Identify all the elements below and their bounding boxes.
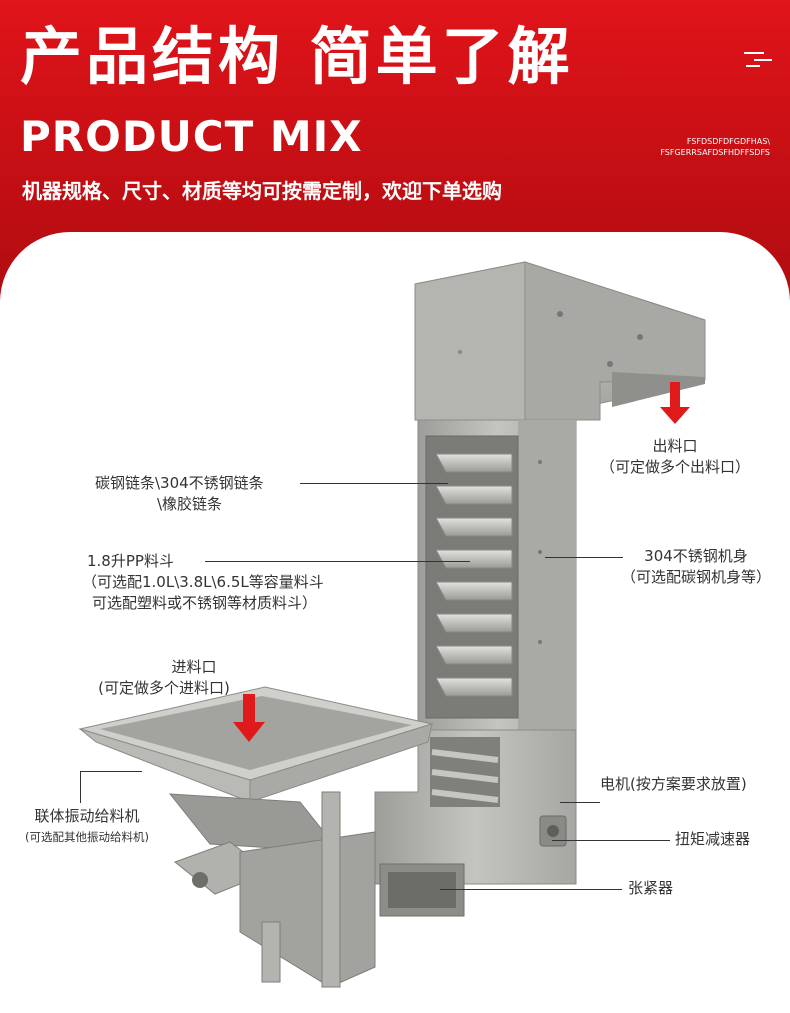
page-title-english: PRODUCT MIX [20, 112, 363, 161]
motor-leader-line [560, 802, 600, 803]
body-line-1: 304不锈钢机身 [644, 547, 748, 565]
tensioner-leader-line [440, 889, 622, 890]
bucket-line-1: 1.8升PP料斗 [87, 552, 174, 570]
reducer-label: 扭矩减速器 [675, 830, 751, 848]
feeder-leader-vertical [80, 771, 81, 803]
chain-leader-line [300, 483, 448, 484]
inlet-arrow [233, 694, 265, 742]
discharge-head [414, 261, 706, 421]
bucket-leader-line [205, 561, 470, 562]
body-label: 304不锈钢机身 （可选配碳钢机身等） [610, 546, 782, 588]
deco-line-2: FSFGERRSAFDSFHDFFSDFS [660, 148, 770, 157]
motor-label: 电机(按方案要求放置) [600, 775, 747, 793]
feeder-line-2: (可选配其他振动给料机) [25, 830, 149, 844]
outlet-title: 出料口 [652, 437, 698, 455]
elevator-boot [374, 729, 577, 917]
outlet-arrow [660, 382, 690, 424]
chain-line-1: 碳钢链条\304不锈钢链条 [95, 474, 264, 492]
tensioner-label: 张紧器 [628, 879, 674, 897]
reducer-leader-line [552, 840, 670, 841]
inlet-note: (可定做多个进料口) [98, 679, 230, 697]
body-leader-line [545, 557, 623, 558]
feeder-line-1: 联体振动给料机 [34, 807, 140, 825]
bucket-line-3: 可选配塑料或不锈钢等材质料斗） [92, 594, 318, 612]
bucket-stack [435, 453, 513, 697]
outlet-note: （可定做多个出料口） [599, 458, 750, 476]
inlet-label: 进料口 (可定做多个进料口) [74, 657, 254, 699]
page-title: 产品结构 简单了解 [20, 20, 574, 93]
decorative-code-text: FSFDSDFDFGDFHAS\ FSFGERRSAFDSFHDFFSDFS [660, 136, 770, 158]
feeder-leader-line [80, 771, 142, 772]
menu-lines-icon [744, 52, 772, 67]
feeder-label: 联体振动给料机 (可选配其他振动给料机) [12, 806, 162, 848]
inlet-title: 进料口 [171, 658, 217, 676]
page-subtitle: 机器规格、尺寸、材质等均可按需定制，欢迎下单选购 [22, 179, 502, 203]
chain-label: 碳钢链条\304不锈钢链条 \橡胶链条 [95, 473, 264, 515]
chain-line-2: \橡胶链条 [157, 495, 223, 513]
bucket-elevator-illustration [78, 261, 706, 988]
bucket-line-2: （可选配1.0L\3.8L\6.5L等容量料斗 [82, 573, 324, 591]
outlet-label: 出料口 （可定做多个出料口） [590, 436, 760, 478]
bucket-label: 1.8升PP料斗 （可选配1.0L\3.8L\6.5L等容量料斗 可选配塑料或不… [82, 551, 324, 614]
body-line-2: （可选配碳钢机身等） [620, 568, 771, 586]
elevator-column [417, 419, 577, 731]
deco-line-1: FSFDSDFDFGDFHAS\ [686, 137, 770, 146]
